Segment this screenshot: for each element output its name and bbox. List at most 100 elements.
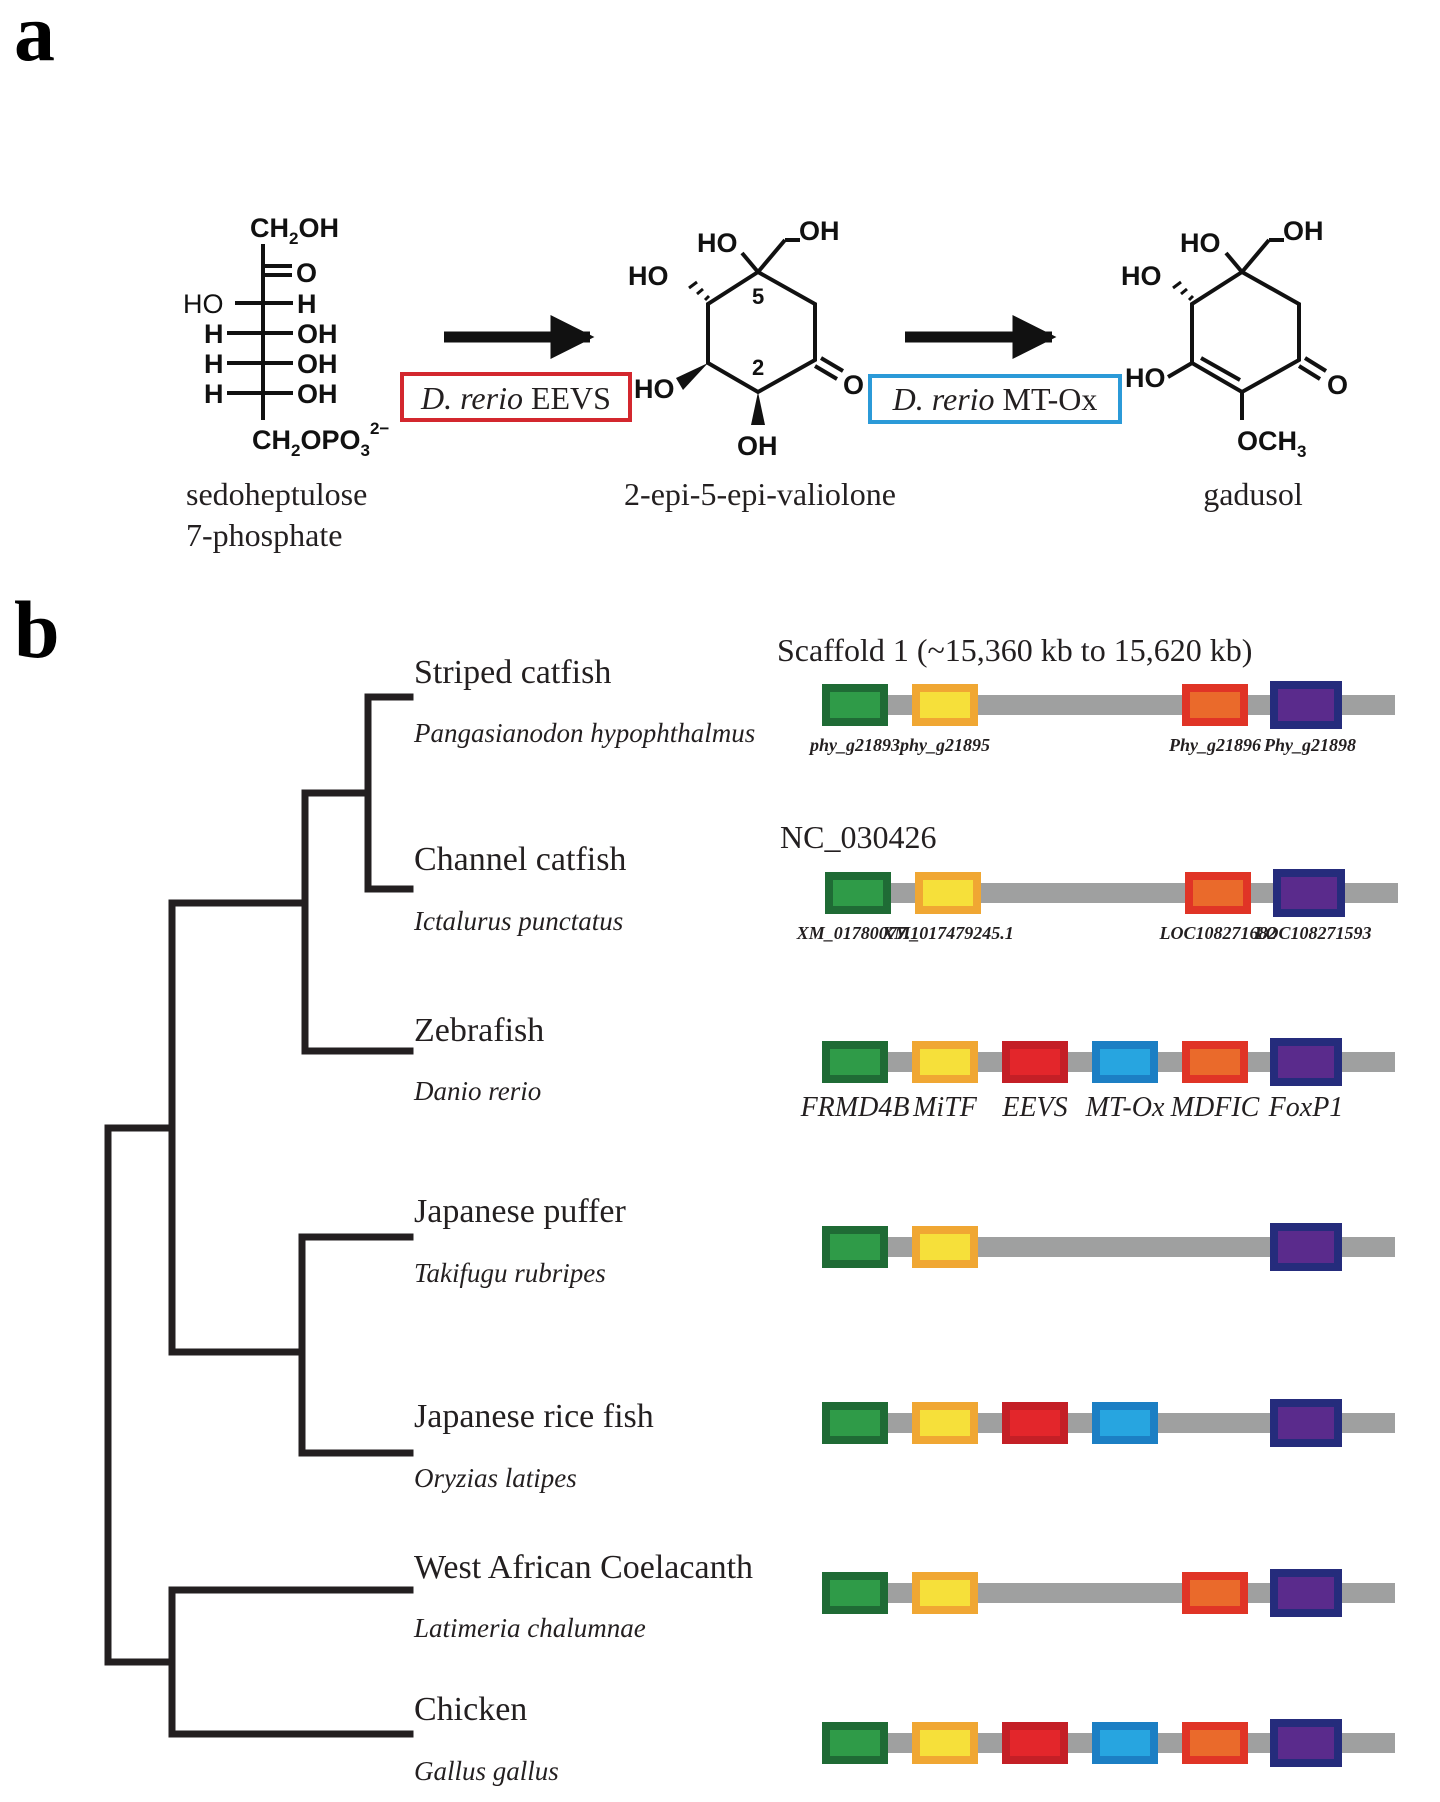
gene-label-xm-01780077-1: XM_01780077.1 <box>796 923 920 943</box>
svg-text:H: H <box>204 349 224 379</box>
compound-name-valiolone: 2-epi-5-epi-valiolone <box>624 476 896 512</box>
svg-text:2: 2 <box>752 355 764 380</box>
gene-box-inner-mitf-west-african-coelacanth <box>920 1580 970 1606</box>
gene-box-inner-mdfic-zebrafish <box>1190 1049 1240 1075</box>
gene-label-mitf: MiTF <box>912 1092 978 1123</box>
svg-text:CH2OH: CH2OH <box>250 213 339 248</box>
gene-box-inner-mitf-chicken <box>920 1730 970 1756</box>
gene-box-inner-mt-ox-zebrafish <box>1100 1049 1150 1075</box>
gene-box-inner-foxp1-japanese-rice-fish <box>1278 1407 1334 1439</box>
enzyme-box-eevs: D. rerio EEVS <box>400 372 632 422</box>
panel-a-label: a <box>14 0 55 78</box>
gene-box-inner-foxp1-striped-catfish <box>1278 689 1334 721</box>
species-latin-coelacanth: Latimeria chalumnae <box>413 1613 646 1643</box>
gene-box-inner-frmd4b-striped-catfish <box>830 692 880 718</box>
phylogenetic-tree <box>104 693 414 1738</box>
gene-box-inner-frmd4b-channel-catfish <box>833 880 883 906</box>
locus-title-channel-catfish: NC_030426 <box>780 819 936 855</box>
gene-box-inner-mt-ox-chicken <box>1100 1730 1150 1756</box>
gene-box-inner-mt-ox-japanese-rice-fish <box>1100 1410 1150 1436</box>
gene-box-inner-mitf-japanese-puffer <box>920 1234 970 1260</box>
gene-box-inner-mitf-japanese-rice-fish <box>920 1410 970 1436</box>
gene-label-phy-g21895: phy_g21895 <box>898 735 990 755</box>
gene-box-inner-foxp1-west-african-coelacanth <box>1278 1577 1334 1609</box>
gene-box-inner-foxp1-japanese-puffer <box>1278 1231 1334 1263</box>
svg-text:HO: HO <box>628 261 669 291</box>
svg-text:OH: OH <box>297 379 338 409</box>
gene-box-inner-frmd4b-west-african-coelacanth <box>830 1580 880 1606</box>
svg-text:OH: OH <box>737 431 778 461</box>
gene-box-inner-frmd4b-japanese-rice-fish <box>830 1410 880 1436</box>
locus-title-striped-catfish: Scaffold 1 (~15,360 kb to 15,620 kb) <box>777 632 1252 668</box>
species-common-zebrafish: Zebrafish <box>414 1012 544 1049</box>
compound-name-gadusol: gadusol <box>1203 476 1303 512</box>
svg-text:D. rerio EEVS: D. rerio EEVS <box>420 380 611 416</box>
svg-text:CH2OPO32−: CH2OPO32− <box>252 419 389 460</box>
species-common-coelacanth: West African Coelacanth <box>414 1549 753 1586</box>
gene-box-inner-mdfic-chicken <box>1190 1730 1240 1756</box>
gene-label-phy-g21896: Phy_g21896 <box>1168 735 1261 755</box>
species-latin-zebrafish: Danio rerio <box>413 1076 541 1106</box>
species-latin-channel-catfish: Ictalurus punctatus <box>413 906 623 936</box>
gene-box-inner-mitf-zebrafish <box>920 1049 970 1075</box>
svg-text:O: O <box>296 258 317 288</box>
compound-sedoheptulose-structure: CH2OH O HO H H OH H OH H OH CH2OPO32− <box>183 213 389 460</box>
svg-text:HO: HO <box>1180 228 1221 258</box>
species-latin-chicken: Gallus gallus <box>414 1756 559 1786</box>
svg-text:O: O <box>1327 370 1348 400</box>
svg-text:OCH3: OCH3 <box>1237 426 1306 461</box>
svg-text:OH: OH <box>297 349 338 379</box>
svg-text:D. rerio MT-Ox: D. rerio MT-Ox <box>892 381 1098 417</box>
species-latin-japanese-rice-fish: Oryzias latipes <box>414 1463 577 1493</box>
gene-box-inner-mitf-channel-catfish <box>923 880 973 906</box>
gene-box-inner-eevs-chicken <box>1010 1730 1060 1756</box>
species-latin-japanese-puffer: Takifugu rubripes <box>414 1258 606 1288</box>
compound-valiolone-structure: O HO OH HO HO OH 5 2 <box>628 216 864 461</box>
gene-label-loc108271593: LOC108271593 <box>1254 923 1372 943</box>
species-common-striped-catfish: Striped catfish <box>414 654 611 691</box>
gene-box-inner-foxp1-chicken <box>1278 1727 1334 1759</box>
species-common-japanese-puffer: Japanese puffer <box>414 1193 626 1230</box>
compound-name-sedoheptulose-2: 7-phosphate <box>186 517 342 553</box>
gene-label-xm-017479245-1: XM_017479245.1 <box>881 923 1014 943</box>
svg-text:H: H <box>297 289 317 319</box>
gene-box-inner-frmd4b-chicken <box>830 1730 880 1756</box>
svg-text:O: O <box>843 370 864 400</box>
species-common-chicken: Chicken <box>414 1691 527 1728</box>
svg-text:OH: OH <box>1283 216 1324 246</box>
gene-box-inner-eevs-japanese-rice-fish <box>1010 1410 1060 1436</box>
svg-text:HO: HO <box>183 289 224 319</box>
gene-label-mt-ox: MT-Ox <box>1085 1092 1165 1123</box>
gene-box-inner-foxp1-channel-catfish <box>1281 877 1337 909</box>
gene-box-inner-foxp1-zebrafish <box>1278 1046 1334 1078</box>
enzyme-box-mt-ox: D. rerio MT-Ox <box>868 374 1122 424</box>
gene-box-inner-frmd4b-zebrafish <box>830 1049 880 1075</box>
gene-box-inner-eevs-zebrafish <box>1010 1049 1060 1075</box>
gene-box-inner-frmd4b-japanese-puffer <box>830 1234 880 1260</box>
panel-b-label: b <box>14 584 60 675</box>
gene-label-mdfic: MDFIC <box>1170 1092 1260 1123</box>
svg-text:HO: HO <box>634 374 675 404</box>
svg-text:HO: HO <box>697 228 738 258</box>
svg-text:H: H <box>204 379 224 409</box>
svg-text:OH: OH <box>297 319 338 349</box>
svg-text:HO: HO <box>1125 363 1166 393</box>
svg-text:5: 5 <box>752 284 764 309</box>
gene-box-inner-mdfic-channel-catfish <box>1193 880 1243 906</box>
gene-label-frmd4b: FRMD4B <box>800 1092 910 1123</box>
gene-label-foxp1: FoxP1 <box>1268 1092 1344 1123</box>
gene-label-loc108271682: LOC108271682 <box>1159 923 1277 943</box>
gene-label-phy-g21893: phy_g21893 <box>808 735 900 755</box>
compound-name-sedoheptulose: sedoheptulose <box>186 476 367 512</box>
svg-text:OH: OH <box>799 216 840 246</box>
gene-box-inner-mdfic-striped-catfish <box>1190 692 1240 718</box>
compound-gadusol-structure: O HO OH HO HO OCH3 <box>1121 216 1348 461</box>
svg-text:HO: HO <box>1121 261 1162 291</box>
gene-label-phy-g21898: Phy_g21898 <box>1263 735 1356 755</box>
species-latin-striped-catfish: Pangasianodon hypophthalmus <box>413 718 755 748</box>
gene-box-inner-mitf-striped-catfish <box>920 692 970 718</box>
species-common-channel-catfish: Channel catfish <box>414 841 626 878</box>
gene-box-inner-mdfic-west-african-coelacanth <box>1190 1580 1240 1606</box>
